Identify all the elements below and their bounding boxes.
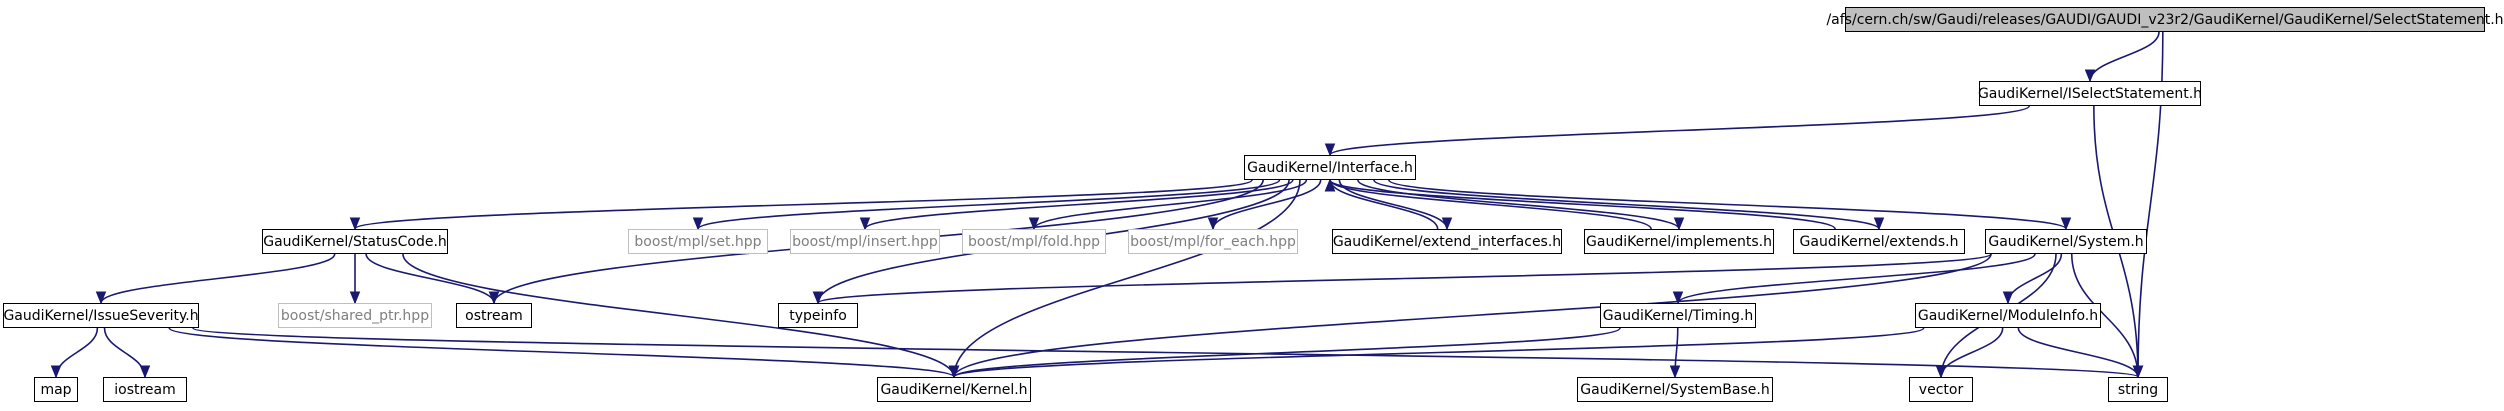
edge-interface-to-statuscode — [354, 179, 1253, 230]
node-extends-h[interactable]: GaudiKernel/extends.h — [1793, 229, 1965, 254]
node-kernel-h[interactable]: GaudiKernel/Kernel.h — [877, 377, 1031, 402]
arrowhead-statuscode-to-sharedptr — [349, 291, 361, 305]
arrowhead-issue-to-map — [50, 365, 62, 379]
arrowhead-interface-to-mplset — [692, 217, 704, 231]
node-selectstatement-h[interactable]: /afs/cern.ch/sw/Gaudi/releases/GAUDI/GAU… — [1826, 7, 2504, 32]
node-system-h[interactable]: GaudiKernel/System.h — [1985, 229, 2147, 254]
node-vector[interactable]: vector — [1909, 377, 1973, 402]
edge-interface-to-extends — [1373, 179, 1880, 230]
node-implements-h[interactable]: GaudiKernel/implements.h — [1584, 229, 1774, 254]
edge-timing-to-kernel — [953, 327, 1621, 378]
arrowhead-statuscode-to-issue — [95, 291, 107, 305]
arrowhead-interface-to-implements — [1673, 217, 1685, 231]
edge-interface-to-mplforeach — [1212, 179, 1322, 230]
node-statuscode-h[interactable]: GaudiKernel/StatusCode.h — [262, 229, 448, 254]
arrowhead-extends-to-interface — [1324, 178, 1336, 192]
node-for-each-hpp[interactable]: boost/mpl/for_each.hpp — [1128, 229, 1298, 254]
edge-system-to-moduleinfo — [2007, 253, 2063, 304]
edge-moduleinfo-to-kernel — [953, 327, 1925, 378]
node-interface-h[interactable]: GaudiKernel/Interface.h — [1244, 155, 1416, 180]
node-issueseverity-h[interactable]: GaudiKernel/IssueSeverity.h — [3, 303, 199, 328]
edge-select-to-iselect — [2089, 31, 2160, 82]
node-insert-hpp[interactable]: boost/mpl/insert.hpp — [790, 229, 940, 254]
edge-interface-to-kernel — [953, 179, 1301, 378]
node-map[interactable]: map — [34, 377, 78, 402]
edge-issue-to-map — [55, 327, 99, 378]
arrowhead-iselect-to-interface — [1324, 143, 1336, 157]
arrowhead-select-to-iselect — [2084, 69, 2096, 83]
node-iselectstatement-h[interactable]: GaudiKernel/ISelectStatement.h — [1978, 81, 2202, 106]
arrowhead-statuscode-to-ostream — [488, 291, 500, 305]
node-typeinfo[interactable]: typeinfo — [778, 303, 858, 328]
edge-issue-to-iostream — [103, 327, 146, 378]
node-timing-h[interactable]: GaudiKernel/Timing.h — [1600, 303, 1756, 328]
node-systembase-h[interactable]: GaudiKernel/SystemBase.h — [1577, 377, 1773, 402]
arrowhead-system-to-timing — [1672, 291, 1684, 305]
arrowhead-interface-to-system — [2060, 217, 2072, 231]
edge-issue-to-string — [192, 327, 2139, 378]
edge-system-to-timing — [1677, 253, 2036, 304]
arrowhead-interface-to-statuscode — [349, 217, 361, 231]
edge-issue-to-kernel — [168, 327, 955, 378]
node-set-hpp[interactable]: boost/mpl/set.hpp — [628, 229, 768, 254]
arrowhead-interface-to-mplinsert — [859, 217, 871, 231]
edge-moduleinfo-to-string — [2017, 327, 2139, 378]
edge-extendif-to-interface — [1329, 179, 1439, 230]
arrowhead-moduleinfo-to-string — [2132, 365, 2144, 379]
edge-interface-to-mplinsert — [864, 179, 1294, 230]
edge-extends-to-interface — [1329, 179, 1836, 230]
arrowhead-issue-to-iostream — [139, 365, 151, 379]
edge-system-to-kernel — [953, 253, 1992, 378]
arrowhead-interface-to-mplfold — [1028, 217, 1040, 231]
edge-iselect-to-interface — [1329, 105, 2030, 156]
node-moduleinfo-h[interactable]: GaudiKernel/ModuleInfo.h — [1915, 303, 2101, 328]
edge-implements-to-interface — [1329, 179, 1652, 230]
edge-interface-to-system — [1388, 179, 2067, 230]
arrowhead-interface-to-extendif — [1441, 217, 1453, 231]
edge-interface-to-mplset — [697, 179, 1281, 230]
edge-interface-to-implements — [1357, 179, 1680, 230]
edge-statuscode-to-kernel — [402, 253, 955, 378]
node-shared-ptr-hpp[interactable]: boost/shared_ptr.hpp — [278, 303, 432, 328]
arrowhead-system-to-typeinfo — [812, 291, 824, 305]
edge-interface-to-mplfold — [1033, 179, 1308, 230]
edge-statuscode-to-ostream — [365, 253, 495, 304]
edge-system-to-string — [2070, 253, 2139, 378]
node-string[interactable]: string — [2108, 377, 2168, 402]
arrowhead-system-to-moduleinfo — [2002, 291, 2014, 305]
arrowhead-timing-to-systembase — [1669, 365, 1681, 379]
node-iostream[interactable]: iostream — [103, 377, 187, 402]
edge-statuscode-to-issue — [100, 253, 336, 304]
node-ostream[interactable]: ostream — [456, 303, 532, 328]
arrowhead-interface-to-extends — [1873, 217, 1885, 231]
arrowhead-interface-to-mplforeach — [1207, 217, 1219, 231]
node-extend-interfaces-h[interactable]: GaudiKernel/extend_interfaces.h — [1332, 229, 1562, 254]
arrowhead-moduleinfo-to-kernel — [948, 365, 960, 379]
node-fold-hpp[interactable]: boost/mpl/fold.hpp — [962, 229, 1106, 254]
arrowhead-moduleinfo-to-vector — [1935, 365, 1947, 379]
edge-system-to-typeinfo — [817, 253, 1992, 304]
